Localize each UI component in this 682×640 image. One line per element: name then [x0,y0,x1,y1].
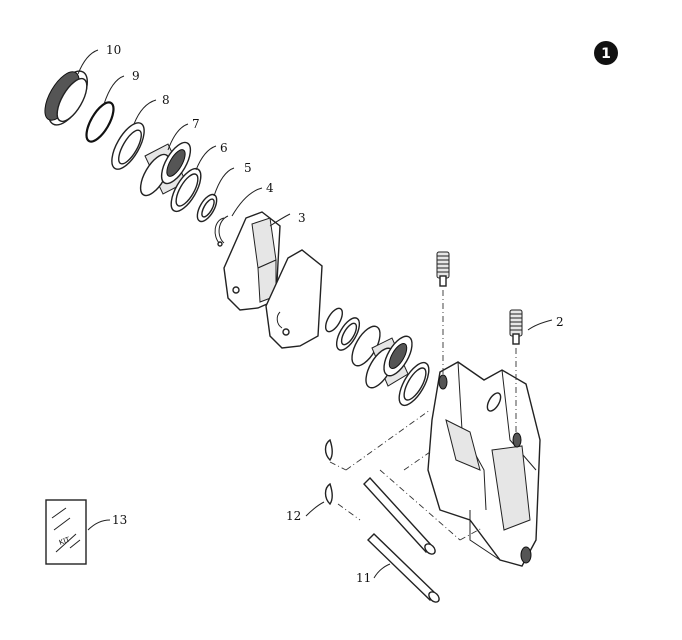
caliper-body [427,361,541,567]
page-badge-number: 1 [601,46,611,62]
lower-piston-stack [324,307,430,407]
callout-9: 9 [132,69,140,83]
part-2-bleeder-screws [436,251,523,345]
part-3-brake-pad-front [265,249,323,349]
part-9-o-ring [85,101,115,143]
callout-6: 6 [220,141,228,155]
part-7-piston [139,141,192,197]
part-11-pins [363,476,440,603]
callout-4: 4 [266,181,274,195]
part-8-seal [111,122,145,170]
part-13-seal-kit: KIT [45,499,87,565]
callout-leaders [77,49,553,579]
part-3-brake-pad-rear [223,211,281,311]
callout-11: 11 [356,571,371,585]
callout-3: 3 [298,211,306,225]
kit-label: KIT [58,535,72,547]
callout-12: 12 [286,509,301,523]
callout-13: 13 [112,513,127,527]
callout-7: 7 [192,117,200,131]
page-badge: 1 [594,41,618,65]
part-12-clips [324,438,333,506]
part-10-dust-cap [44,70,88,126]
part-5-small-seal [196,193,218,223]
callout-10: 10 [106,43,121,57]
callout-2: 2 [556,315,564,329]
part-4-circlip [214,215,229,247]
callout-numbers: 10 9 8 7 6 5 4 3 2 11 12 13 [106,43,564,585]
part-6-ring [170,167,202,213]
assembly-axis-lines [329,290,517,541]
callout-5: 5 [244,161,252,175]
callout-8: 8 [162,93,170,107]
